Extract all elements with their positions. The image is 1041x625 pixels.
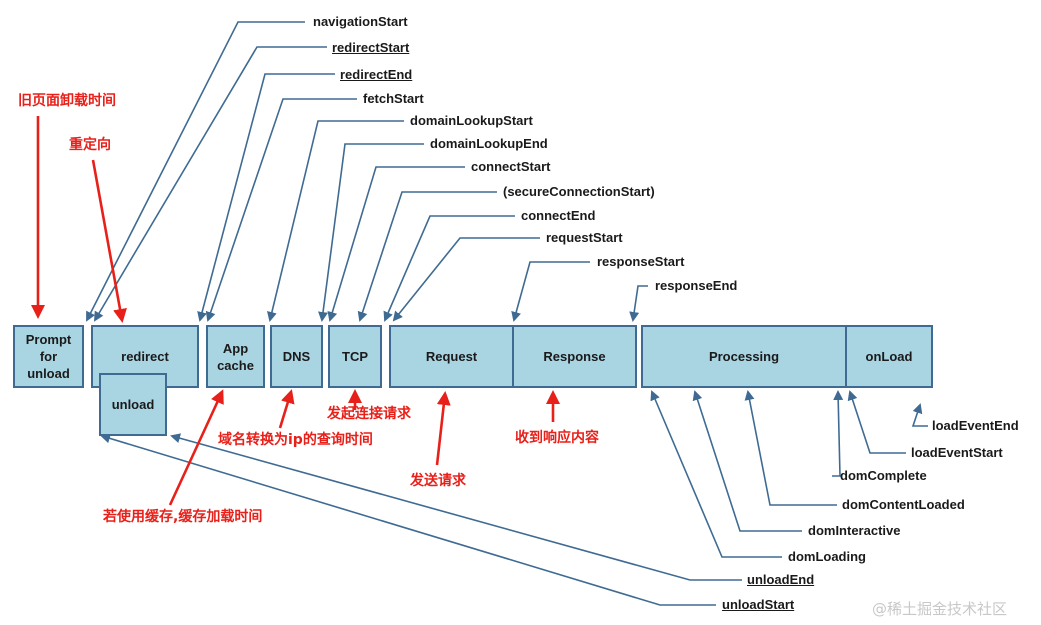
leader-dom-complete	[832, 390, 844, 477]
phase-response: Response	[512, 325, 637, 388]
leader-unload-start	[100, 433, 716, 606]
leader-domain-lookup-start	[267, 120, 404, 322]
event-dom-content-loaded: domContentLoaded	[842, 497, 965, 512]
event-connect-end: connectEnd	[521, 208, 596, 223]
event-dom-interactive: domInteractive	[808, 523, 901, 538]
leader-response-start	[511, 261, 590, 322]
leader-navigation-start	[86, 21, 305, 322]
event-unload-end: unloadEnd	[747, 572, 815, 587]
annotation-redirect: 重定向	[69, 137, 111, 153]
event-load-event-start: loadEventStart	[911, 445, 1003, 460]
watermark: @稀土掘金技术社区	[872, 600, 1008, 618]
annotation-receive-response: 收到响应内容	[515, 430, 599, 446]
phase-dns: DNS	[270, 325, 323, 388]
leader-unload-end	[170, 433, 742, 581]
event-secure-connection-start: (secureConnectionStart)	[503, 184, 655, 199]
leader-domain-lookup-end	[318, 143, 424, 322]
arrow-dns	[278, 389, 295, 429]
event-redirect-start: redirectStart	[332, 40, 410, 55]
leader-redirect-start	[93, 46, 327, 322]
leader-secure-connection-start	[357, 191, 497, 322]
event-response-end: responseEnd	[655, 278, 738, 293]
phase-onload: onLoad	[845, 325, 933, 388]
annotation-old-page-unload-time: 旧页面卸载时间	[18, 93, 116, 109]
event-redirect-end: redirectEnd	[340, 67, 413, 82]
event-navigation-start: navigationStart	[313, 14, 408, 29]
event-connect-start: connectStart	[471, 159, 551, 174]
event-domain-lookup-end: domainLookupEnd	[430, 136, 548, 151]
annotation-cache-load-time: 若使用缓存,缓存加载时间	[103, 509, 263, 525]
event-dom-loading: domLoading	[788, 549, 866, 564]
leader-connect-end	[383, 215, 515, 322]
arrow-request	[435, 391, 451, 466]
leader-redirect-end	[197, 73, 335, 322]
event-unload-start: unloadStart	[722, 597, 795, 612]
phase-prompt-for-unload: Prompt for unload	[13, 325, 84, 388]
event-domain-lookup-start: domainLookupStart	[410, 113, 533, 128]
leader-load-event-end	[911, 403, 928, 427]
phase-request: Request	[389, 325, 514, 388]
arrow-app-cache	[168, 389, 224, 506]
event-dom-complete: domComplete	[840, 468, 927, 483]
leader-request-start	[392, 237, 540, 322]
leader-load-event-start	[847, 390, 906, 454]
event-request-start: requestStart	[546, 230, 623, 245]
leader-dom-interactive	[692, 390, 802, 532]
leader-dom-loading	[650, 390, 782, 558]
event-response-start: responseStart	[597, 254, 685, 269]
leader-connect-start	[327, 166, 465, 322]
event-fetch-start: fetchStart	[363, 91, 424, 106]
phase-processing: Processing	[641, 325, 847, 388]
phase-unload: unload	[99, 373, 167, 436]
arrow-redirect	[91, 159, 127, 323]
annotation-send-request: 发送请求	[410, 473, 466, 489]
annotation-initiate-connection: 发起连接请求	[327, 406, 411, 422]
event-load-event-end: loadEventEnd	[932, 418, 1019, 433]
leader-dom-content-loaded	[744, 390, 837, 506]
phase-app-cache: App cache	[206, 325, 265, 388]
leader-response-end	[629, 285, 648, 322]
leader-fetch-start	[205, 98, 357, 322]
annotation-domain-to-ip-time: 域名转换为ip的查询时间	[218, 432, 373, 448]
phase-tcp: TCP	[328, 325, 382, 388]
